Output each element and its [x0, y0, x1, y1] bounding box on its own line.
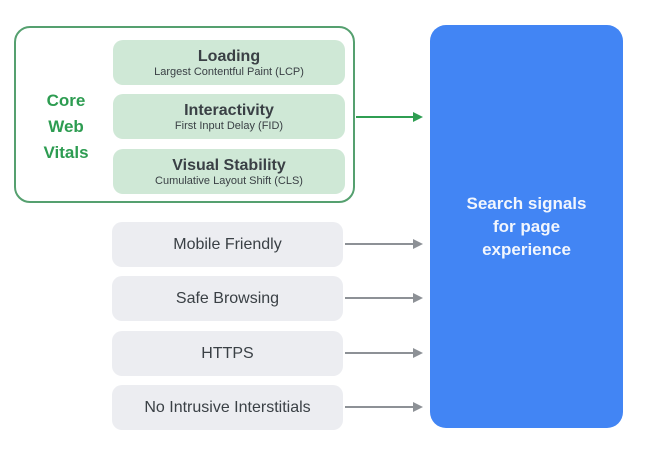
- target-label-line: for page: [492, 217, 561, 236]
- signal-box-no-intrusive-interstitials: No Intrusive Interstitials: [112, 385, 343, 430]
- vital-title: Interactivity: [184, 101, 274, 119]
- vital-subtitle: First Input Delay (FID): [174, 119, 284, 132]
- core-web-vitals-label: Core Web Vitals: [24, 88, 108, 166]
- arrow-safe-browsing-to-target: [345, 293, 423, 303]
- arrow-mobile-friendly-to-target: [345, 239, 423, 249]
- search-signals-target-box: Search signals for page experience: [430, 25, 623, 428]
- signal-box-mobile-friendly: Mobile Friendly: [112, 222, 343, 267]
- target-label-line: experience: [482, 240, 571, 259]
- vital-subtitle: Largest Contentful Paint (LCP): [154, 65, 304, 78]
- signal-label: No Intrusive Interstitials: [144, 398, 311, 416]
- vital-box-loading: Loading Largest Contentful Paint (LCP): [113, 40, 345, 85]
- vital-subtitle: Cumulative Layout Shift (CLS): [155, 174, 303, 187]
- vital-box-visual-stability: Visual Stability Cumulative Layout Shift…: [113, 149, 345, 194]
- target-label-line: Search signals: [466, 194, 587, 213]
- arrow-https-to-target: [345, 348, 423, 358]
- core-web-vitals-label-line: Core: [46, 91, 86, 110]
- vital-box-interactivity: Interactivity First Input Delay (FID): [113, 94, 345, 139]
- arrow-core-web-vitals-to-target: [356, 112, 423, 122]
- vital-title: Loading: [197, 47, 261, 65]
- signal-label: HTTPS: [201, 344, 254, 362]
- signal-label: Safe Browsing: [175, 289, 280, 307]
- arrow-no-intrusive-interstitials-to-target: [345, 402, 423, 412]
- signal-box-https: HTTPS: [112, 331, 343, 376]
- core-web-vitals-label-line: Vitals: [43, 143, 89, 162]
- vital-title: Visual Stability: [172, 156, 286, 174]
- signal-box-safe-browsing: Safe Browsing: [112, 276, 343, 321]
- core-web-vitals-label-line: Web: [48, 117, 84, 136]
- signal-label: Mobile Friendly: [173, 235, 282, 253]
